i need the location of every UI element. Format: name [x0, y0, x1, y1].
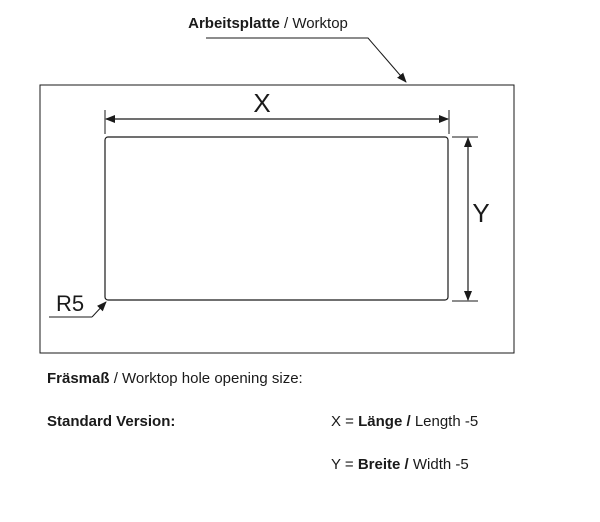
opening-size-heading-en: Worktop hole opening size:	[122, 370, 303, 387]
opening-size-heading-de: Fräsmaß	[47, 370, 110, 387]
x-dimension-label: X	[253, 88, 270, 118]
radius-label: R5	[56, 291, 84, 316]
worktop-label: Arbeitsplatte / Worktop	[188, 15, 348, 32]
worktop-label-de: Arbeitsplatte	[188, 15, 280, 32]
cutout-outline	[104, 136, 449, 301]
x-formula-en: Length -5	[414, 413, 479, 430]
worktop-label-en: Worktop	[292, 15, 348, 32]
version-label-text: Standard Version:	[47, 413, 176, 430]
x-formula-sep: /	[402, 413, 415, 430]
opening-size-heading-sep: /	[109, 370, 123, 387]
worktop-label-sep: /	[280, 15, 293, 32]
x-formula-prefix: X =	[331, 413, 359, 430]
radius-leader-line	[91, 301, 107, 318]
opening-size-heading: Fräsmaß / Worktop hole opening size:	[47, 370, 303, 387]
y-dimension-label: Y	[472, 198, 489, 228]
x-formula: X = Länge / Length -5	[331, 413, 478, 430]
y-formula-prefix: Y =	[331, 456, 358, 473]
y-formula-en: Width -5	[412, 456, 469, 473]
worktop-leader-line	[206, 37, 407, 83]
y-formula-sep: /	[400, 456, 413, 473]
version-label: Standard Version:	[47, 413, 175, 430]
y-formula: Y = Breite / Width -5	[331, 456, 469, 473]
y-formula-de: Breite	[357, 456, 401, 473]
x-formula-de: Länge	[358, 413, 403, 430]
worktop-outline	[39, 84, 515, 354]
